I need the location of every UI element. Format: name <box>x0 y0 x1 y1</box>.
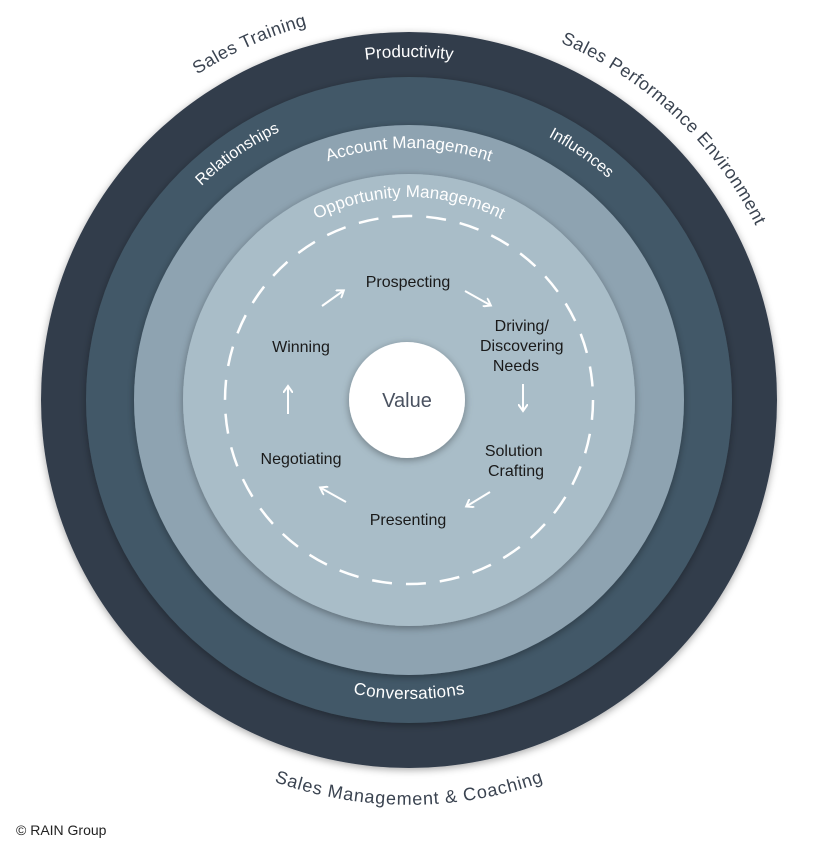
label-value: Value <box>382 390 432 412</box>
label-sales-management-coaching: Sales Management & Coaching <box>273 767 545 809</box>
step-presenting: Presenting <box>370 512 447 529</box>
step-solution-crafting: Solution Crafting <box>485 443 547 480</box>
rings <box>41 32 777 768</box>
arrow-icon <box>464 290 490 305</box>
value-circle <box>349 342 465 458</box>
step-prospecting: Prospecting <box>366 274 451 291</box>
step-line: Crafting <box>488 463 544 480</box>
step-winning: Winning <box>272 339 330 356</box>
arrow-icon <box>467 491 491 506</box>
step-negotiating: Negotiating <box>261 451 342 468</box>
copyright-notice: © RAIN Group <box>16 822 107 838</box>
arrow-icon <box>321 291 343 307</box>
arrow-icon <box>321 488 347 503</box>
label-productivity: Productivity <box>364 42 455 64</box>
step-line: Solution <box>485 443 543 460</box>
step-line: Discovering <box>480 338 564 355</box>
step-line: Driving/ <box>495 318 550 335</box>
cycle-dashed-path <box>223 214 595 586</box>
step-driving-discovering-needs: Driving/ Discovering Needs <box>480 318 568 375</box>
step-line: Needs <box>493 358 539 375</box>
cycle-arrows <box>288 291 523 506</box>
sales-cycle: Prospecting Driving/ Discovering Needs S… <box>261 274 568 529</box>
